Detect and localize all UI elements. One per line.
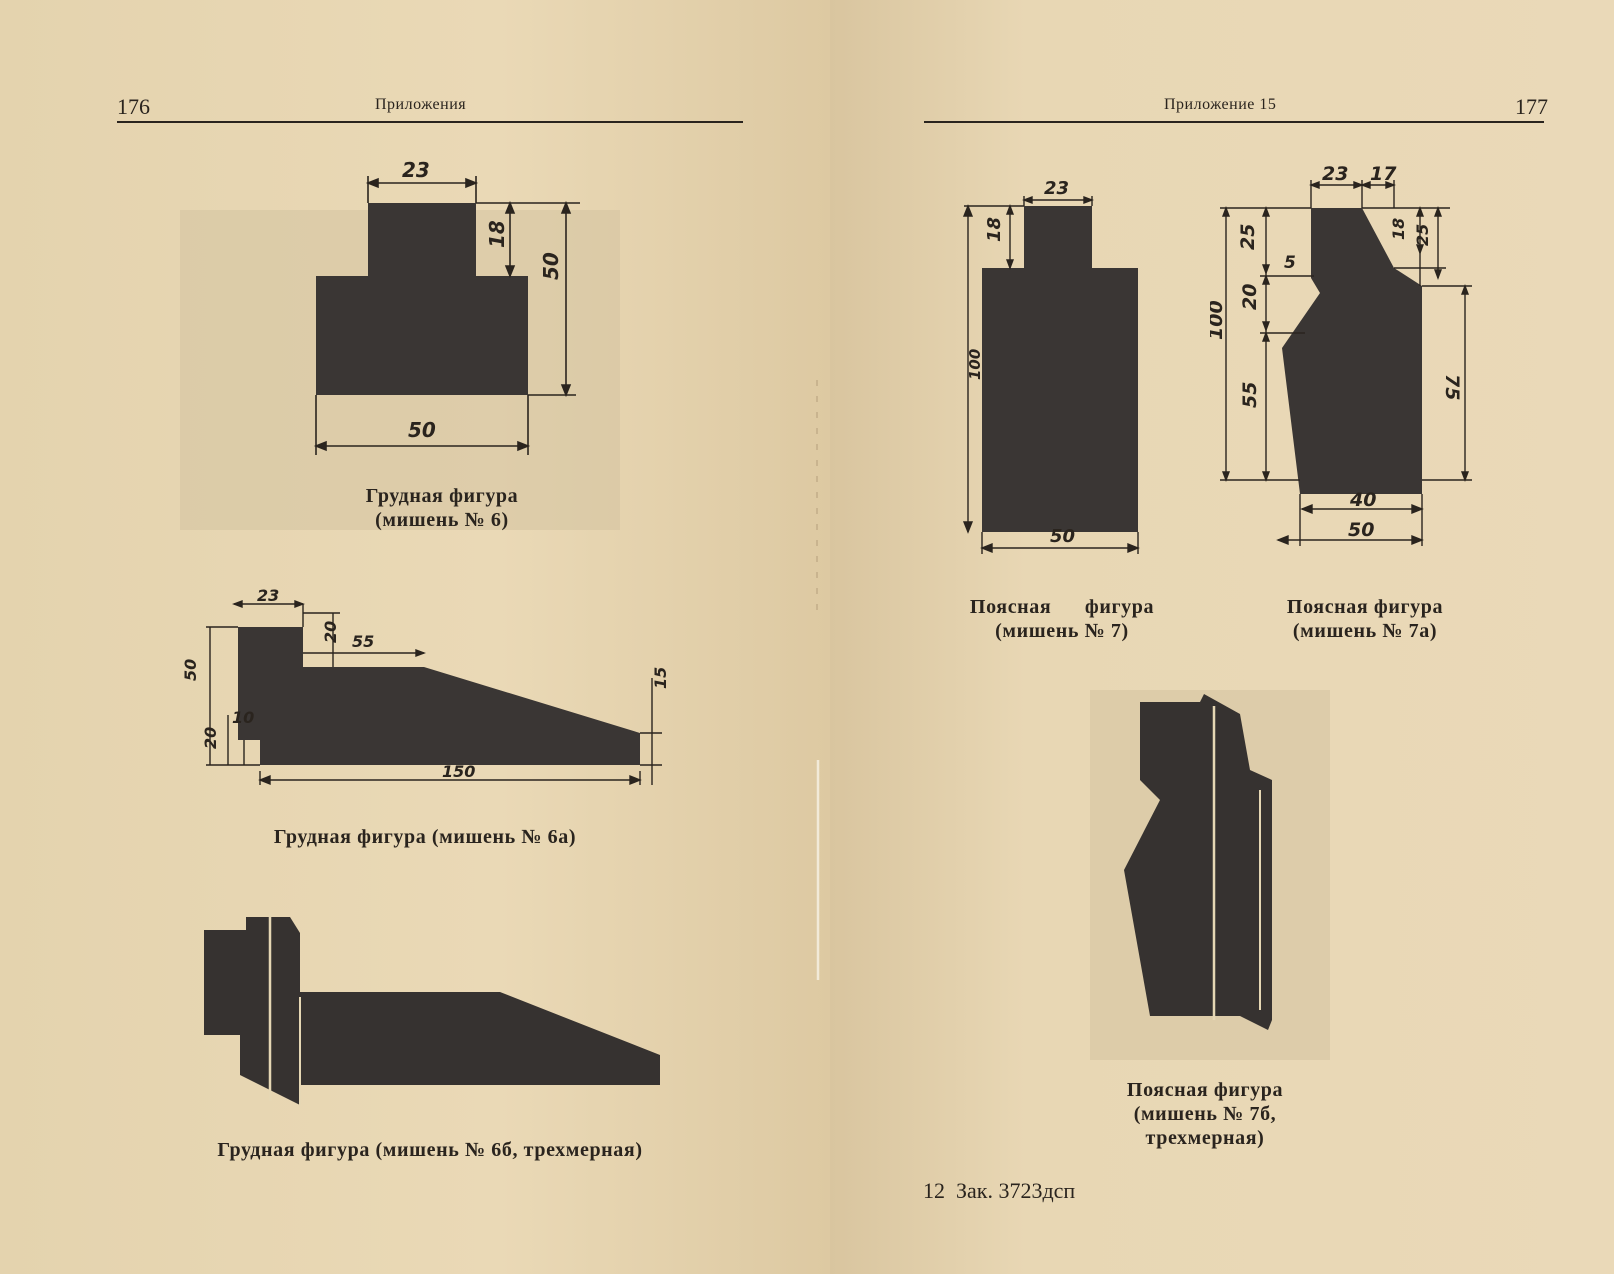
dim-label: 5 bbox=[1284, 253, 1296, 273]
running-head: Приложения bbox=[375, 96, 467, 113]
target-6b-silhouette bbox=[204, 917, 660, 1105]
target-6b-3d-diagram bbox=[204, 913, 660, 1105]
right-page: Приложение 15 177 23 18 100 bbox=[830, 0, 1614, 1274]
dim-label: 100 bbox=[1210, 300, 1227, 340]
caption-line: Поясная фигура bbox=[969, 596, 1155, 618]
target-6a-diagram: 23 20 55 50 20 10 15 150 bbox=[181, 586, 670, 786]
dim-label: 18 bbox=[485, 220, 509, 248]
caption-line: (мишень № 7б, bbox=[1133, 1103, 1277, 1125]
dim-label: 25 bbox=[1413, 224, 1432, 246]
target-6-diagram: 23 18 50 50 bbox=[180, 158, 620, 530]
target-7b-silhouette bbox=[1124, 694, 1272, 1030]
page-number: 177 bbox=[1515, 94, 1548, 119]
dim-label: 50 bbox=[1348, 519, 1374, 541]
dim-label: 10 bbox=[232, 708, 254, 727]
target-7b-3d-diagram bbox=[1090, 690, 1330, 1060]
printer-footer: 12 Зак. 3723дсп bbox=[923, 1178, 1076, 1203]
dim-label: 17 bbox=[1370, 163, 1397, 185]
figure-caption: Поясная фигура (мишень № 7) bbox=[942, 595, 1182, 643]
dim-label: 23 bbox=[257, 586, 279, 605]
running-head: Приложение 15 bbox=[1164, 96, 1277, 113]
target-7-silhouette bbox=[982, 206, 1138, 532]
dim-label: 40 bbox=[1349, 489, 1376, 511]
caption-line: Поясная фигура bbox=[1286, 596, 1444, 618]
figure-caption: Грудная фигура (мишень № 6) bbox=[322, 484, 562, 532]
dim-label: 20 bbox=[321, 621, 340, 643]
dim-label: 55 bbox=[352, 632, 374, 651]
caption-line: Поясная фигура bbox=[1126, 1079, 1284, 1101]
figure-caption: Поясная фигура (мишень № 7а) bbox=[1260, 595, 1470, 643]
header-rule bbox=[924, 121, 1544, 123]
dim-label: 25 bbox=[1237, 224, 1259, 250]
caption-line: (мишень № 7а) bbox=[1292, 620, 1438, 642]
target-7a-silhouette bbox=[1282, 208, 1422, 494]
dim-label: 50 bbox=[408, 418, 436, 442]
target-7a-diagram: 23 17 25 18 25 5 20 100 55 75 40 50 bbox=[1210, 163, 1472, 546]
caption-line: трехмерная) bbox=[1145, 1127, 1265, 1149]
dim-label: 75 bbox=[1441, 374, 1463, 400]
dim-label: 100 bbox=[966, 349, 984, 380]
caption-line: (мишень № 6) bbox=[375, 509, 509, 531]
dim-label: 18 bbox=[984, 217, 1005, 242]
left-page: 176 Приложения 23 18 bbox=[0, 0, 830, 1274]
book-spine bbox=[816, 380, 820, 980]
dim-label: 50 bbox=[181, 659, 200, 681]
dim-label: 15 bbox=[651, 667, 670, 689]
target-7-diagram: 23 18 100 50 bbox=[962, 178, 1140, 554]
figure-caption: Грудная фигура (мишень № 6б, трехмерная) bbox=[170, 1138, 690, 1162]
dim-label: 55 bbox=[1239, 382, 1261, 408]
dim-label: 50 bbox=[1050, 526, 1075, 547]
dim-label: 18 bbox=[1389, 218, 1408, 240]
dim-label: 50 bbox=[539, 252, 563, 280]
figure-caption: Поясная фигура (мишень № 7б, трехмерная) bbox=[1105, 1078, 1305, 1150]
page-number: 176 bbox=[117, 94, 150, 119]
figure-caption: Грудная фигура (мишень № 6а) bbox=[200, 825, 650, 849]
target-6a-silhouette bbox=[238, 627, 640, 765]
caption-line: Грудная фигура bbox=[365, 485, 519, 507]
dim-label: 20 bbox=[1239, 284, 1261, 310]
dim-label: 23 bbox=[402, 158, 430, 182]
caption-line: Грудная фигура (мишень № 6а) bbox=[273, 826, 577, 848]
dim-label: 150 bbox=[442, 762, 475, 781]
caption-line: Грудная фигура (мишень № 6б, трехмерная) bbox=[217, 1139, 643, 1161]
caption-line: (мишень № 7) bbox=[995, 620, 1129, 642]
target-6-silhouette bbox=[316, 203, 528, 395]
dim-label: 23 bbox=[1322, 163, 1348, 185]
dim-label: 20 bbox=[201, 727, 220, 749]
dim-label: 23 bbox=[1044, 178, 1069, 199]
header-rule bbox=[117, 121, 743, 123]
